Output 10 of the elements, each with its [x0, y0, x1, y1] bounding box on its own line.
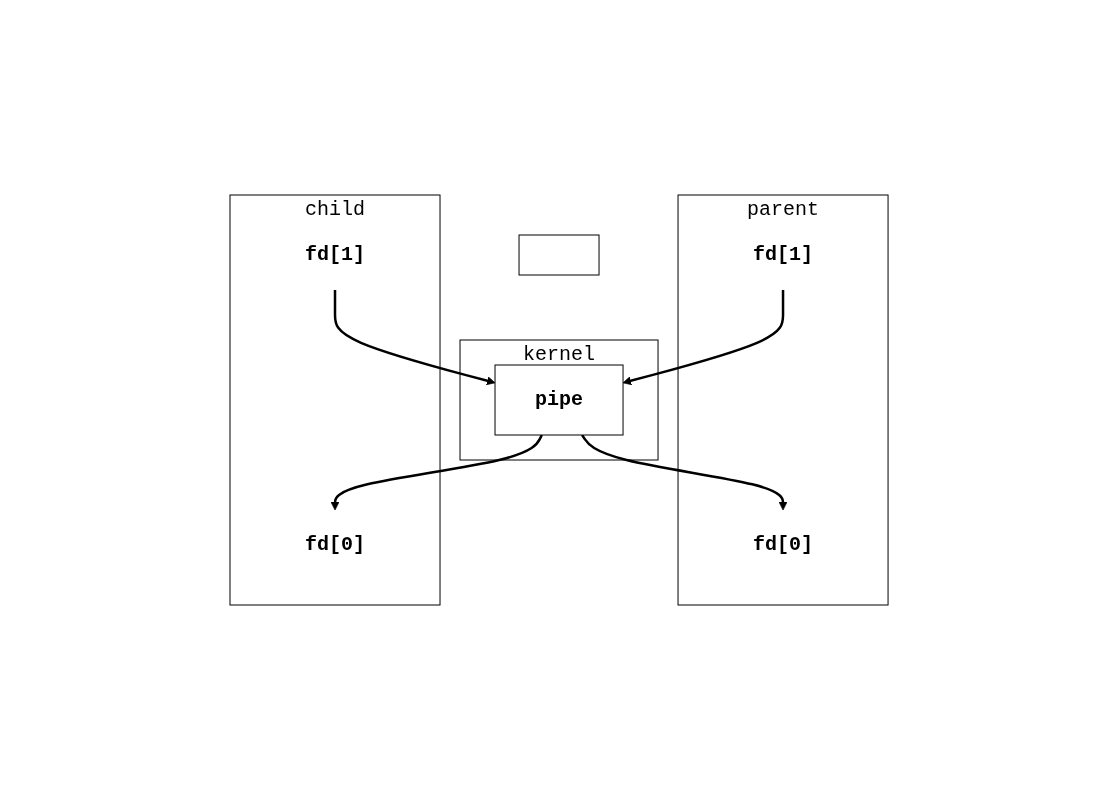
node-text: fd[0]: [304, 532, 365, 556]
node-box: pipe: [494, 364, 624, 435]
arrow: [333, 289, 496, 385]
node-text: fd[0]: [753, 532, 814, 556]
node-text: fd[1]: [753, 242, 814, 266]
arrow: [622, 289, 785, 385]
arrow: [581, 433, 788, 510]
arrow: [330, 433, 543, 510]
node-text: fd[1]: [304, 242, 365, 266]
node-box: [518, 234, 600, 275]
